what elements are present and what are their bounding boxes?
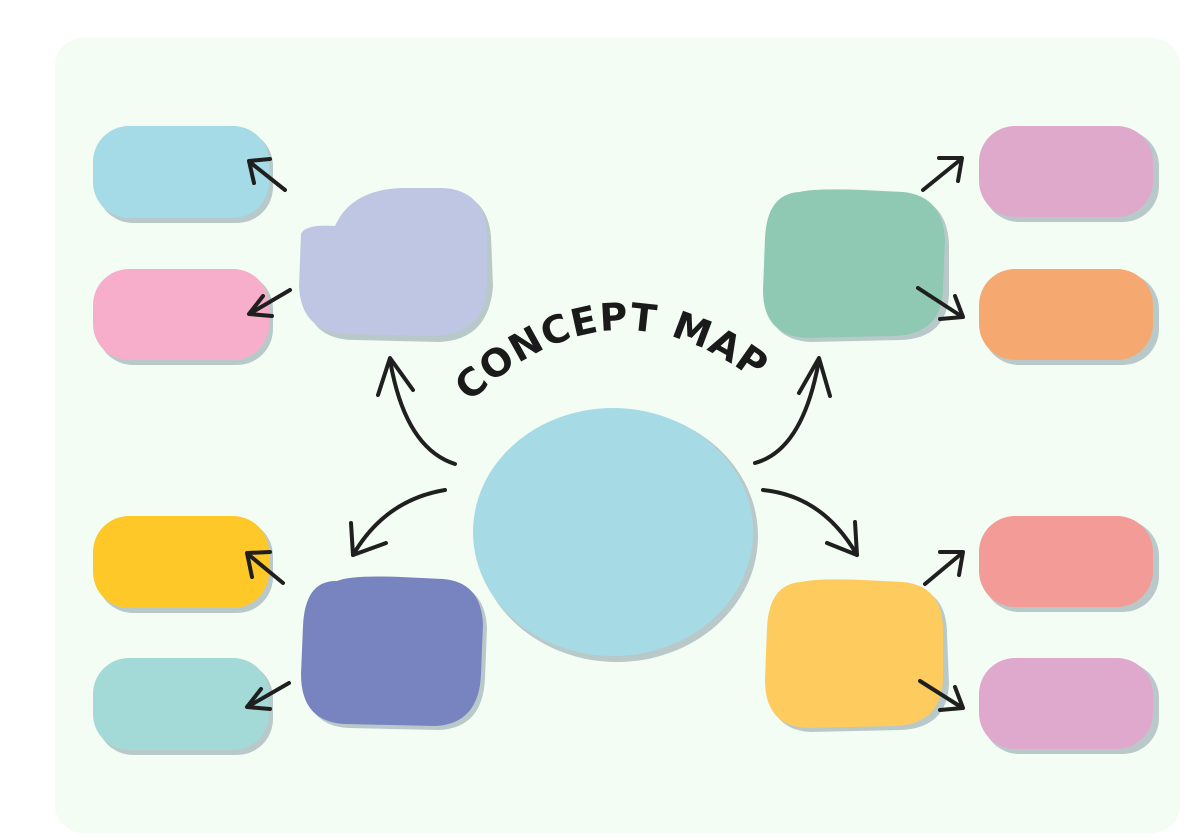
leaf-node-bottom-left-1 bbox=[93, 516, 273, 613]
center-node-fill bbox=[473, 408, 753, 656]
leaf-node-top-left-2 bbox=[93, 269, 273, 365]
arrow-head-center-to-bottom-left bbox=[349, 521, 388, 557]
leaf-node-top-right-2 bbox=[979, 269, 1159, 365]
arrow-center-to-bottom-left bbox=[351, 488, 447, 557]
arrow-head-bottom-right-to-leaf-1 bbox=[938, 550, 965, 577]
arrow-head-top-right-to-leaf-1 bbox=[937, 156, 964, 183]
branch-node-top-left bbox=[299, 188, 493, 342]
concept-map-canvas: CONCEPT MAP bbox=[55, 38, 1180, 833]
branch-node-bottom-right bbox=[765, 579, 949, 732]
leaf-node-top-right-2-fill bbox=[979, 269, 1153, 360]
leaf-node-bottom-right-2-fill bbox=[979, 658, 1153, 749]
arrow-head-center-to-bottom-right bbox=[825, 520, 859, 557]
leaf-node-bottom-right-2 bbox=[979, 658, 1159, 754]
leaf-node-top-left-2-fill bbox=[93, 269, 269, 360]
arrow-bottom-right-to-leaf-1 bbox=[923, 552, 963, 586]
arrow-head-top-right-to-leaf-2 bbox=[938, 294, 965, 321]
arrow-bottom-left-to-leaf-1 bbox=[247, 553, 285, 585]
leaf-node-bottom-left-1-fill bbox=[93, 516, 269, 608]
leaf-node-bottom-left-2-fill bbox=[93, 658, 269, 750]
branch-node-bottom-right-fill bbox=[765, 579, 943, 728]
arrow-top-left-to-leaf-2 bbox=[249, 288, 292, 315]
arrow-head-center-to-top-right bbox=[797, 356, 832, 398]
leaf-node-top-left-1 bbox=[93, 126, 273, 223]
arrow-head-bottom-right-to-leaf-2 bbox=[938, 685, 965, 712]
branch-node-bottom-left bbox=[301, 576, 487, 730]
arrow-center-to-top-left bbox=[388, 358, 457, 466]
arrow-head-center-to-top-left bbox=[376, 356, 415, 397]
arrow-head-bottom-left-to-leaf-2 bbox=[245, 687, 272, 711]
leaf-node-bottom-right-1 bbox=[979, 516, 1159, 612]
arrow-head-bottom-left-to-leaf-1 bbox=[245, 550, 272, 579]
arrow-center-to-top-right bbox=[753, 358, 821, 465]
leaf-node-top-right-1 bbox=[979, 126, 1159, 222]
leaf-node-bottom-right-1-fill bbox=[979, 516, 1153, 607]
arrow-top-left-to-leaf-1 bbox=[249, 161, 287, 192]
arrow-bottom-right-to-leaf-2 bbox=[918, 679, 963, 709]
arrow-bottom-left-to-leaf-2 bbox=[247, 681, 291, 708]
branch-node-bottom-left-fill bbox=[301, 576, 483, 726]
concept-map-diagram: CONCEPT MAP bbox=[55, 38, 1180, 833]
leaf-node-top-right-1-fill bbox=[979, 126, 1153, 217]
leaf-node-top-left-1-fill bbox=[93, 126, 269, 218]
branch-node-top-right-fill bbox=[763, 189, 945, 338]
leaf-node-bottom-left-2 bbox=[93, 658, 273, 755]
arrow-top-right-to-leaf-2 bbox=[916, 286, 963, 318]
center-node bbox=[473, 408, 758, 662]
arrow-center-to-bottom-right bbox=[761, 488, 859, 557]
branch-node-top-right bbox=[763, 189, 949, 342]
branch-node-top-left-fill bbox=[299, 188, 487, 336]
arrow-head-top-left-to-leaf-1 bbox=[247, 157, 272, 185]
arrow-head-top-left-to-leaf-2 bbox=[247, 294, 274, 318]
arrow-top-right-to-leaf-1 bbox=[921, 158, 962, 192]
